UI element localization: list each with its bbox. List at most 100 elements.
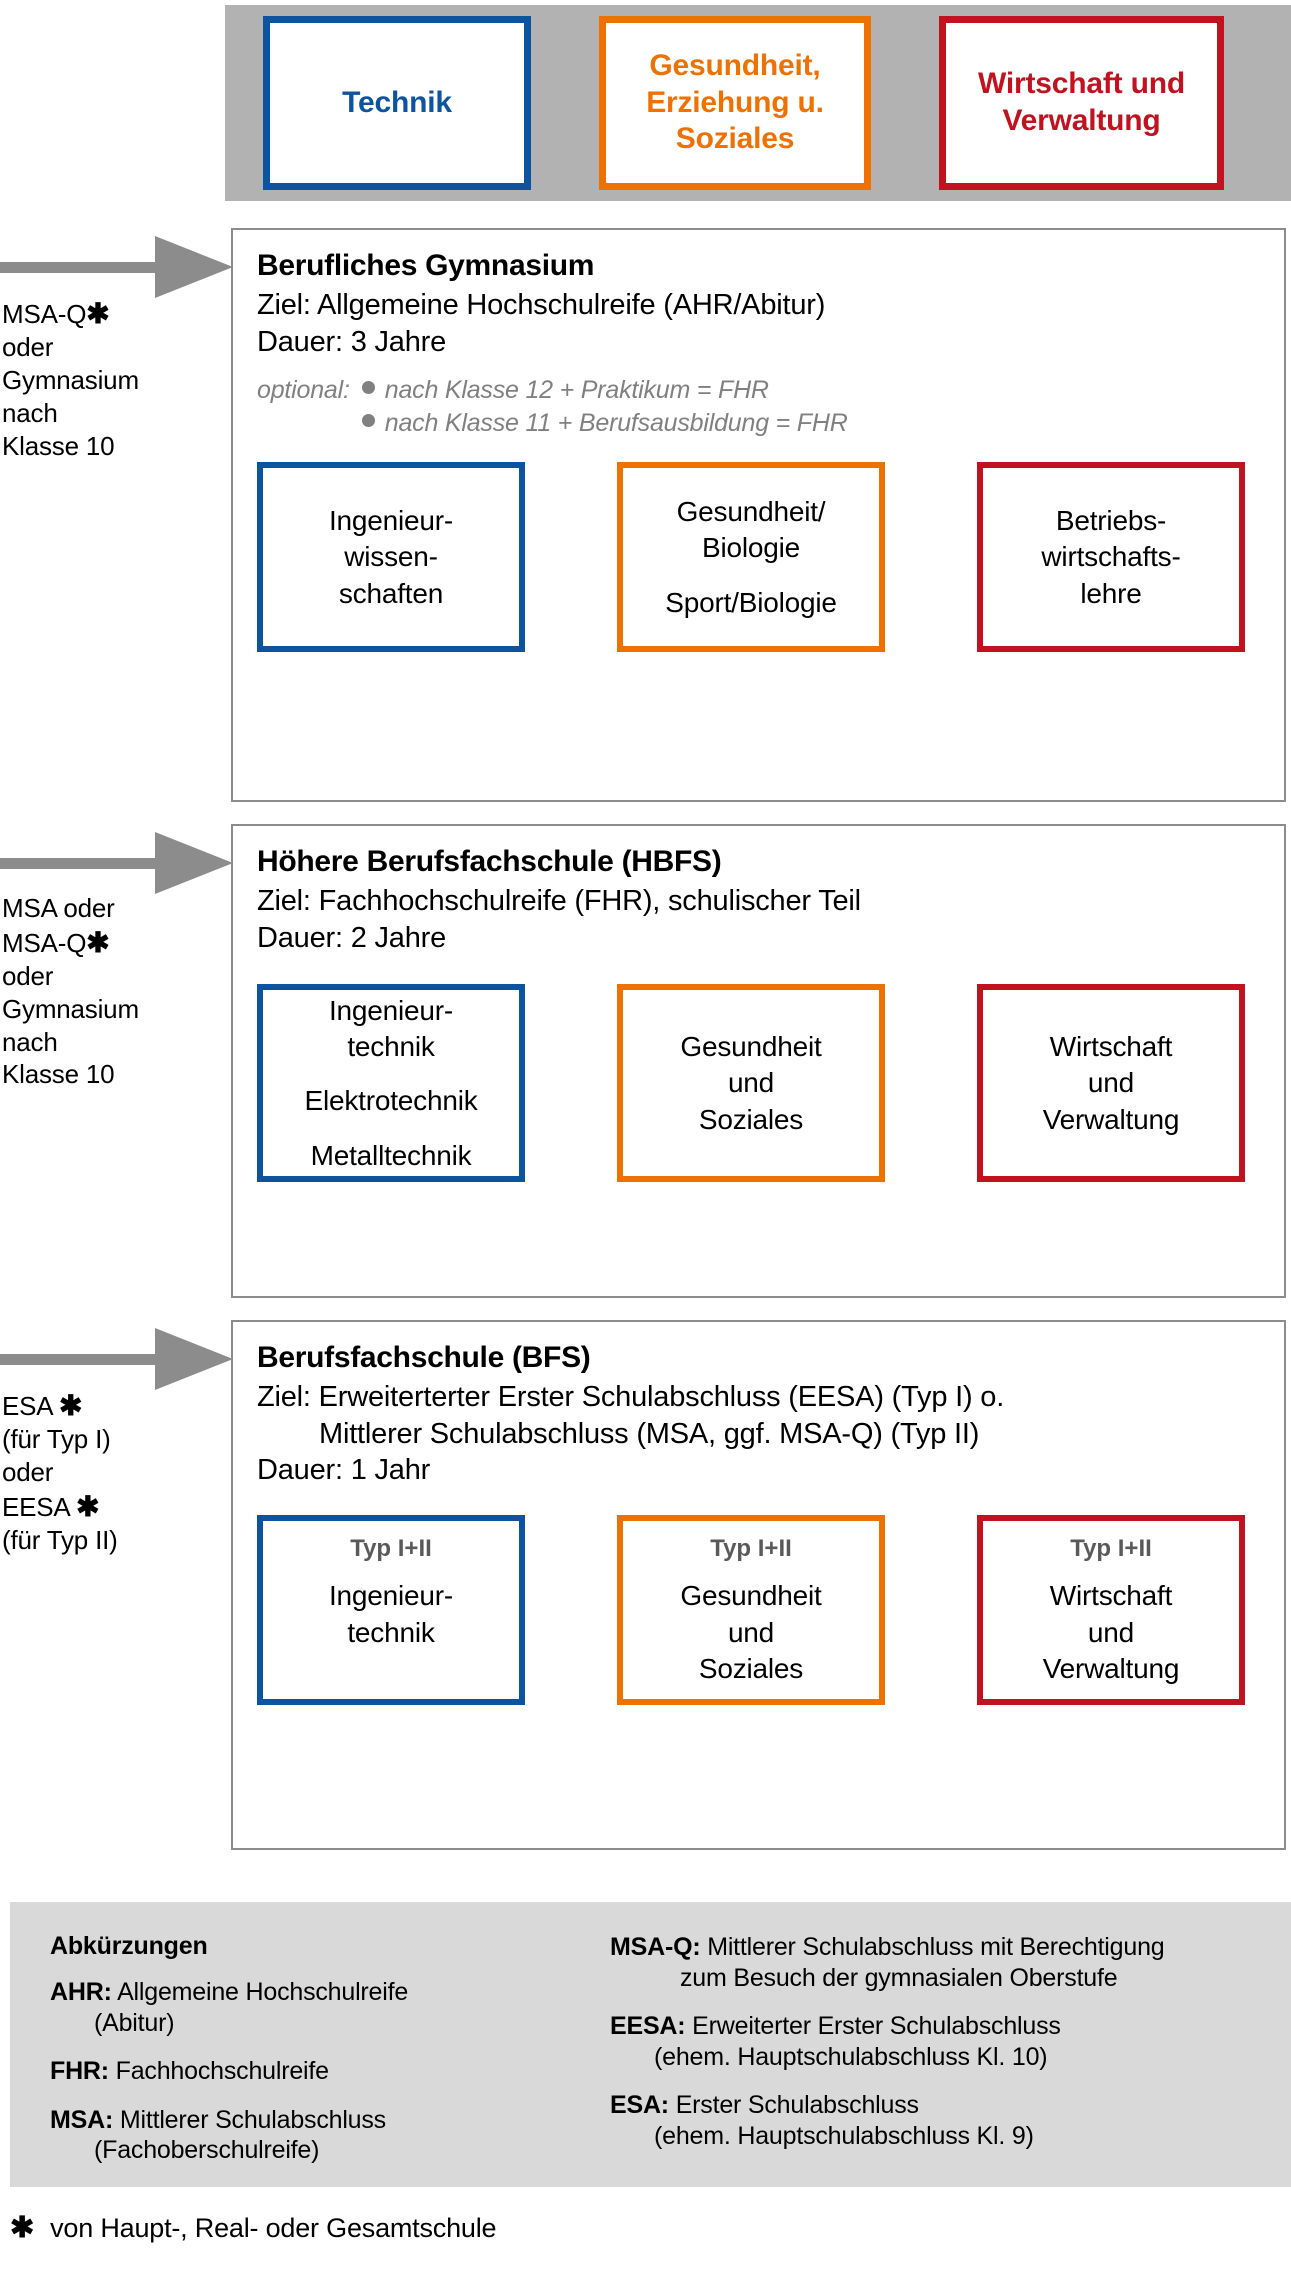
subject-box-line: Ingenieur- — [328, 994, 454, 1026]
legend-entry-ahr: AHR: Allgemeine Hochschulreife (Abitur) — [50, 1977, 590, 2038]
section-1-goal: Ziel: Allgemeine Hochschulreife (AHR/Abi… — [257, 289, 826, 322]
section-panel-berufsfachschule: Berufsfachschule (BFS) Ziel: Erweiterter… — [231, 1320, 1286, 1850]
subject-box-ingenieurwissenschaften[interactable]: Ingenieur- wissen- schaften — [257, 462, 525, 653]
subject-box-line: Metalltechnik — [310, 1139, 472, 1171]
entry-requirement-2-text: MSA oder MSA-Q✱ oder Gymnasium nach Klas… — [0, 892, 232, 1091]
section-1-optional-item-0: nach Klasse 12 + Praktikum = FHR — [361, 374, 848, 407]
subject-box-line: und — [1087, 1067, 1135, 1099]
subject-box-line: und — [727, 1616, 775, 1648]
legend-cont: zum Besuch der gymnasialen Oberstufe — [680, 1963, 1118, 1992]
legend-entry-eesa: EESA: Erweiterter Erster Schulabschluss … — [610, 2011, 1290, 2072]
section-1-duration: Dauer: 3 Jahre — [257, 325, 447, 358]
section-2-duration: Dauer: 2 Jahre — [257, 921, 447, 954]
section-3-goal-line2: Mittlerer Schulabschluss (MSA, ggf. MSA-… — [319, 1417, 980, 1450]
arrow-right-icon-3 — [0, 1328, 233, 1390]
subject-box-line: Betriebs- — [1055, 504, 1167, 536]
subject-box-wirtschaft-verwaltung-bfs[interactable]: Typ I+II Wirtschaft und Verwaltung — [977, 1514, 1245, 1705]
section-3-duration: Dauer: 1 Jahr — [257, 1454, 431, 1487]
header-box-wirtschaft-label: Wirtschaft und Verwaltung — [978, 67, 1185, 137]
legend-text: Mittlerer Schulabschluss — [119, 2105, 386, 2134]
subject-box-gesundheit-biologie[interactable]: Gesundheit/ Biologie Sport/Biologie — [617, 462, 885, 653]
entry-1-line-0: MSA-Q — [2, 299, 87, 329]
subject-box-line: Ingenieur- — [328, 504, 454, 536]
legend-abbr: MSA: — [50, 2105, 114, 2134]
subject-box-line: Biologie — [701, 532, 801, 564]
section-2-title: Höhere Berufsfachschule (HBFS) — [257, 845, 722, 878]
header-box-gesundheit-label: Gesundheit, Erziehung u. Soziales — [646, 49, 824, 156]
bullet-dot-icon — [361, 381, 375, 395]
subject-box-line: lehre — [1080, 577, 1142, 609]
subject-box-typ-label: Typ I+II — [710, 1534, 792, 1562]
asterisk-icon: ✱ — [59, 1390, 83, 1421]
entry-2-line-4: nach — [2, 1026, 58, 1057]
arrow-right-icon-2 — [0, 832, 233, 894]
entry-2-line-2: oder — [2, 961, 54, 992]
entry-1-line-3: nach — [2, 397, 58, 428]
subject-box-ingenieurtechnik-bfs[interactable]: Typ I+II Ingenieur- technik — [257, 1514, 525, 1705]
subject-box-wirtschaft-verwaltung-hbfs[interactable]: Wirtschaft und Verwaltung — [977, 984, 1245, 1183]
entry-requirement-1-text: MSA-Q✱ oder Gymnasium nach Klasse 10 — [0, 296, 232, 462]
footnote: ✱ von Haupt-, Real- oder Gesamtschule — [10, 2210, 497, 2245]
legend-cont: (ehem. Hauptschulabschluss Kl. 10) — [654, 2042, 1048, 2071]
section-1-title: Berufliches Gymnasium — [257, 249, 595, 282]
legend-cont: (Fachoberschulreife) — [94, 2136, 320, 2164]
subject-box-line: technik — [347, 1031, 435, 1063]
section-2-subject-boxes: Ingenieur- technik Elektrotechnik Metall… — [233, 984, 1284, 1183]
entry-1-line-1: oder — [2, 332, 54, 363]
entry-2-line-5: Klasse 10 — [2, 1059, 115, 1090]
subject-box-gesundheit-soziales-hbfs[interactable]: Gesundheit und Soziales — [617, 984, 885, 1183]
entry-requirement-3: ESA ✱ (für Typ I) oder EESA ✱ (für Typ I… — [0, 1328, 233, 1557]
legend-cont: (ehem. Hauptschulabschluss Kl. 9) — [654, 2121, 1034, 2150]
subject-box-ingenieurtechnik-hbfs[interactable]: Ingenieur- technik Elektrotechnik Metall… — [257, 984, 525, 1183]
subject-box-line: technik — [347, 1616, 435, 1648]
header-box-wirtschaft[interactable]: Wirtschaft und Verwaltung — [939, 16, 1224, 190]
entry-2-line-0: MSA oder — [2, 893, 115, 923]
legend-text: Allgemeine Hochschulreife — [117, 1978, 409, 2006]
subject-box-line: Verwaltung — [1042, 1652, 1180, 1684]
subject-box-line: Wirtschaft — [1049, 1580, 1173, 1612]
section-1-optional-label: optional: — [257, 376, 350, 405]
legend-abbreviations: Abkürzungen AHR: Allgemeine Hochschulrei… — [10, 1902, 1291, 2187]
legend-entry-esa: ESA: Erster Schulabschluss (ehem. Haupts… — [610, 2090, 1290, 2151]
entry-3-line-0: ESA — [2, 1391, 52, 1421]
entry-3-line-3: EESA — [2, 1491, 70, 1522]
header-category-boxes: Technik Gesundheit, Erziehung u. Soziale… — [225, 5, 1291, 201]
entry-requirement-2: MSA oder MSA-Q✱ oder Gymnasium nach Klas… — [0, 832, 233, 1091]
asterisk-icon: ✱ — [76, 1490, 100, 1522]
entry-requirement-1: MSA-Q✱ oder Gymnasium nach Klasse 10 — [0, 236, 233, 462]
subject-box-line: wissen- — [344, 541, 438, 573]
entry-2-line-3: Gymnasium — [2, 993, 139, 1024]
footnote-text: von Haupt-, Real- oder Gesamtschule — [50, 2213, 497, 2243]
entry-3-line-4: (für Typ II) — [2, 1525, 118, 1556]
subject-box-line: Gesundheit — [680, 1580, 822, 1612]
header-box-technik[interactable]: Technik — [263, 16, 531, 190]
entry-3-line-2: oder — [2, 1457, 54, 1488]
subject-box-typ-label: Typ I+II — [1070, 1534, 1152, 1562]
arrow-right-icon-1 — [0, 236, 233, 298]
legend-text: Erster Schulabschluss — [675, 2091, 919, 2119]
asterisk-icon: ✱ — [86, 926, 110, 958]
subject-box-line: Ingenieur- — [328, 1580, 454, 1612]
subject-box-line: Verwaltung — [1042, 1103, 1180, 1135]
subject-box-typ-label: Typ I+II — [350, 1534, 432, 1562]
legend-cont: (Abitur) — [94, 2008, 175, 2037]
section-2-goal: Ziel: Fachhochschulreife (FHR), schulisc… — [257, 885, 861, 918]
entry-1-line-4: Klasse 10 — [2, 430, 115, 461]
subject-box-betriebswirtschaftslehre[interactable]: Betriebs- wirtschafts- lehre — [977, 462, 1245, 653]
section-1-optional-item-1-text: nach Klasse 11 + Berufsausbildung = FHR — [384, 409, 848, 438]
subject-box-line: und — [727, 1067, 775, 1099]
legend-abbr: ESA: — [610, 2091, 669, 2119]
asterisk-icon: ✱ — [10, 2212, 35, 2244]
section-1-optional-item-0-text: nach Klasse 12 + Praktikum = FHR — [384, 376, 769, 405]
section-panel-hoehere-berufsfachschule: Höhere Berufsfachschule (HBFS) Ziel: Fac… — [231, 824, 1286, 1298]
asterisk-icon: ✱ — [86, 298, 110, 329]
subject-box-line: Soziales — [698, 1652, 804, 1684]
subject-box-gesundheit-soziales-bfs[interactable]: Typ I+II Gesundheit und Soziales — [617, 1514, 885, 1705]
legend-entry-msaq: MSA-Q: Mittlerer Schulabschluss mit Bere… — [610, 1932, 1290, 1993]
subject-box-line: Soziales — [698, 1103, 804, 1135]
legend-abbr: EESA: — [610, 2012, 686, 2040]
legend-abbr: AHR: — [50, 1978, 112, 2006]
legend-abbr: FHR: — [50, 2057, 109, 2085]
legend-abbr: MSA-Q: — [610, 1933, 701, 1961]
header-box-gesundheit[interactable]: Gesundheit, Erziehung u. Soziales — [599, 16, 871, 190]
